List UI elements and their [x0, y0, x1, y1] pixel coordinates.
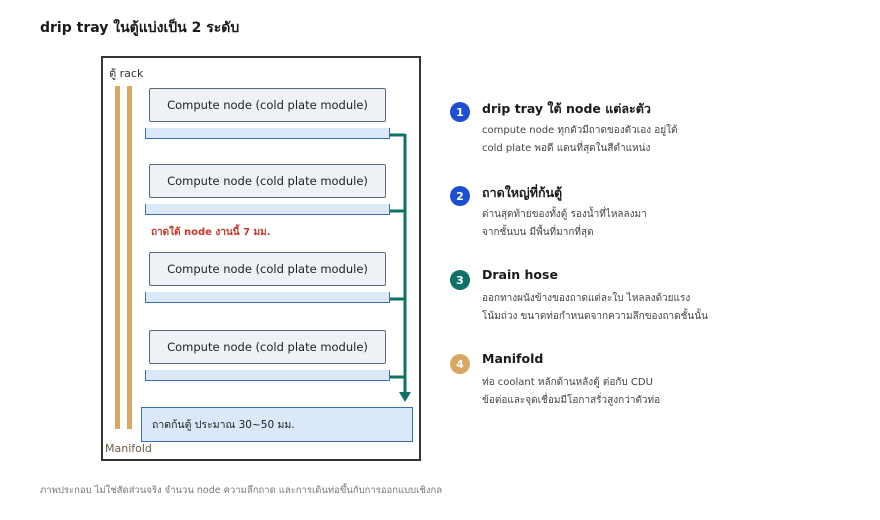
- step-desc-4-line-2: ข้อต่อและจุดเชื่อมมีโอกาสรั่วสูงกว่าตัวท…: [482, 395, 661, 406]
- step-title-4: Manifold: [482, 351, 544, 366]
- step-badge-2: 2: [450, 186, 470, 206]
- base-tray-label: ถาดก้นตู้ ประมาณ 30~50 มม.: [152, 419, 295, 431]
- compute-node-4: Compute node (cold plate module): [149, 330, 386, 364]
- step-desc-3-line-2: โน้มถ่วง ขนาดท่อกำหนดจากความลึกของถาดชั้…: [482, 311, 708, 322]
- step-badge-3: 3: [450, 270, 470, 290]
- manifold-pipe-right: [127, 86, 132, 429]
- step-title-2: ถาดใหญ่ที่ก้นตู้: [482, 185, 563, 200]
- figure-caption: ภาพประกอบ ไม่ใช่สัดส่วนจริง จำนวน node ค…: [40, 485, 443, 496]
- step-desc-2: ด่านสุดท้ายของทั้งตู้ รองน้ำที่ไหลลงมา จ…: [482, 206, 647, 242]
- step-badge-4: 4: [450, 354, 470, 374]
- step-desc-4: ท่อ coolant หลักด้านหลังตู้ ต่อกับ CDU ข…: [482, 374, 660, 410]
- step-desc-4-line-1: ท่อ coolant หลักด้านหลังตู้ ต่อกับ CDU: [482, 377, 653, 388]
- node-drip-tray-3: [145, 292, 390, 303]
- step-desc-1: compute node ทุกตัวมีถาดของตัวเอง อยู่ใต…: [482, 122, 678, 158]
- compute-node-1: Compute node (cold plate module): [149, 88, 386, 122]
- step-desc-3-line-1: ออกทางผนังข้างของถาดแต่ละใบ ไหลลงด้วยแรง: [482, 293, 691, 304]
- node-drip-tray-4: [145, 370, 390, 381]
- step-desc-3: ออกทางผนังข้างของถาดแต่ละใบ ไหลลงด้วยแรง…: [482, 290, 708, 326]
- base-drip-tray: ถาดก้นตู้ ประมาณ 30~50 มม.: [141, 407, 413, 442]
- manifold-pipe-left: [115, 86, 120, 429]
- page-title: drip tray ในตู้แบ่งเป็น 2 ระดับ: [40, 20, 240, 36]
- step-badge-1: 1: [450, 102, 470, 122]
- node-drip-tray-1: [145, 128, 390, 139]
- compute-node-2: Compute node (cold plate module): [149, 164, 386, 198]
- drain-hose-arrow: [399, 392, 411, 402]
- step-desc-1-line-2: cold plate พอดี แดนที่สุดในสีตำแหน่ง: [482, 143, 651, 154]
- step-title-1: drip tray ใต้ node แต่ละตัว: [482, 101, 651, 116]
- compute-node-3: Compute node (cold plate module): [149, 252, 386, 286]
- rack-diagram: ตู้ rack Manifold Compute node (cold pla…: [101, 56, 421, 461]
- rack-label: ตู้ rack: [109, 67, 144, 80]
- node-drip-tray-2: [145, 204, 390, 215]
- step-desc-2-line-1: ด่านสุดท้ายของทั้งตู้ รองน้ำที่ไหลลงมา: [482, 209, 647, 220]
- step-desc-2-line-2: จากชั้นบน มีพื้นที่มากที่สุด: [482, 227, 594, 238]
- step-title-3: Drain hose: [482, 267, 558, 282]
- step-desc-1-line-1: compute node ทุกตัวมีถาดของตัวเอง อยู่ใต…: [482, 125, 678, 136]
- manifold-label: Manifold: [105, 442, 152, 455]
- tray-depth-note: ถาดใต้ node งานนี้ 7 มม.: [151, 227, 271, 238]
